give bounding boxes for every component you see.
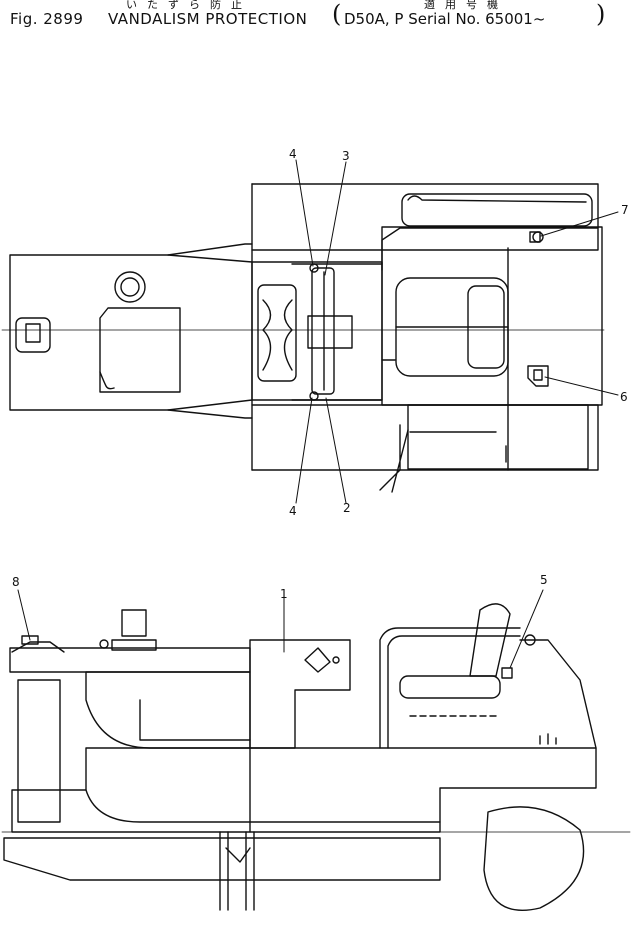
left-paren: ( <box>332 0 342 28</box>
fuel-cap-side <box>524 634 536 646</box>
main-frame <box>11 747 597 833</box>
hood-bolt <box>99 639 109 649</box>
japanese-title: いたずら防止 <box>126 0 252 11</box>
control-lever <box>379 424 409 493</box>
fender-curve <box>519 639 597 749</box>
battery-lock-bottom <box>309 391 319 401</box>
seat-back <box>469 603 511 677</box>
ripper-shanks <box>219 831 255 911</box>
filler-cap <box>114 271 146 303</box>
battery-lock-top <box>309 263 319 273</box>
right-paren: ) <box>596 0 606 28</box>
floor-opening-detail <box>262 299 272 371</box>
fender-box-lid <box>407 195 587 203</box>
rops-frame <box>379 627 521 749</box>
leader-5 <box>509 589 544 669</box>
top-view <box>1 183 605 493</box>
side-view <box>1 603 631 912</box>
deck-step <box>381 227 599 271</box>
fender-box <box>401 193 593 227</box>
lower-deck <box>407 404 589 470</box>
operator-deck <box>381 226 603 406</box>
seat-cushion <box>399 675 501 699</box>
floor-opening <box>257 284 297 382</box>
engine-panel-detail <box>139 699 251 741</box>
panel-lock-key <box>533 369 543 381</box>
dashboard-bolt <box>332 656 340 664</box>
callout-8: 8 <box>12 575 20 589</box>
leader-6 <box>544 376 619 396</box>
hood-latch <box>99 371 115 390</box>
leader-8 <box>17 589 31 641</box>
callout-3: 3 <box>342 149 350 163</box>
callout-4-bottom: 4 <box>289 504 297 518</box>
hood-taper-bottom <box>167 409 253 419</box>
track-frame-curve <box>85 789 441 823</box>
radiator-lock-body <box>25 323 41 343</box>
hood-top-rail <box>9 647 251 673</box>
callout-4-top: 4 <box>289 147 297 161</box>
leader-4b <box>295 397 313 504</box>
floor-opening-detail-2 <box>283 299 293 371</box>
engine-side-panel <box>85 671 251 749</box>
leader-4a <box>295 159 314 267</box>
stack-base <box>111 639 157 651</box>
rops-frame-inner <box>387 635 521 749</box>
leader-7 <box>540 211 619 237</box>
japanese-applicable: 適用号機 <box>424 0 508 11</box>
fuel-cap-body <box>529 231 541 243</box>
radiator-cap-lock <box>15 317 51 353</box>
fuel-cap-lock <box>532 231 544 243</box>
figure-number: Fig. 2899 <box>10 10 84 28</box>
dashboard-cover <box>249 639 351 749</box>
sprocket-housing <box>483 806 585 912</box>
ripper-bracket <box>225 847 251 863</box>
exhaust-stack <box>121 609 147 637</box>
callout-6: 6 <box>620 390 628 404</box>
callout-leaders <box>17 159 619 669</box>
battery-cover <box>311 267 335 395</box>
figure-title: VANDALISM PROTECTION <box>108 10 308 28</box>
hood-taper-top <box>167 243 253 256</box>
figure-line: Fig. 2899 VANDALISM PROTECTION <box>10 10 307 28</box>
hood-panel <box>99 307 181 393</box>
mid-frame <box>251 261 383 401</box>
levers <box>539 733 557 745</box>
callout-2: 2 <box>343 501 351 515</box>
serial-range: D50A, P Serial No. 65001~ <box>344 10 546 28</box>
dashboard-lock <box>304 647 331 673</box>
track-upper <box>251 183 599 251</box>
radiator-cap <box>11 641 65 653</box>
radiator-shell <box>17 679 61 823</box>
callout-7: 7 <box>621 203 629 217</box>
radiator-cap-lock-side <box>21 635 39 645</box>
filler-cap-inner <box>120 277 140 297</box>
leader-2 <box>325 397 347 504</box>
callout-1: 1 <box>280 587 288 601</box>
panel-lock <box>527 365 549 387</box>
callout-5: 5 <box>540 573 548 587</box>
track-lower <box>251 404 599 471</box>
frame-rails <box>291 263 383 401</box>
track-shoe <box>3 837 441 881</box>
switch-lock <box>501 667 513 679</box>
leader-3 <box>324 161 347 276</box>
figure-caption: いたずら防止 ( 適用号機 ) Fig. 2899 VANDALISM PROT… <box>4 0 628 36</box>
steering-column <box>307 315 353 349</box>
